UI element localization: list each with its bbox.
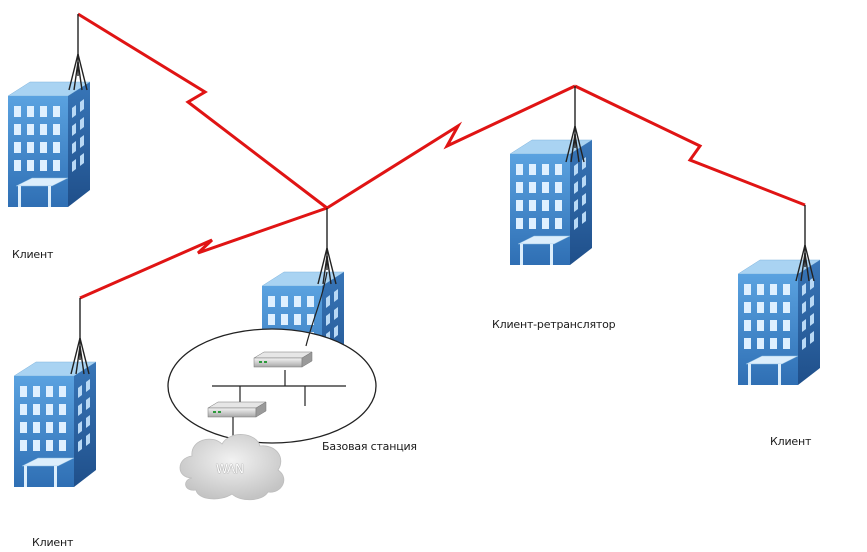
repeater-label: Клиент-ретранслятор: [492, 318, 616, 331]
wan-label: WAN: [216, 462, 244, 476]
client-label-right: Клиент: [770, 435, 812, 448]
base-station-network: [167, 271, 377, 448]
router-icon: [253, 351, 313, 368]
client-label-top-left: Клиент: [12, 248, 54, 261]
building-icon: [13, 297, 97, 488]
client-label-bottom-left: Клиент: [32, 536, 74, 549]
building-icon: [509, 85, 593, 266]
router-icon: [207, 401, 267, 418]
building-icon: [737, 204, 821, 386]
building-icon: [7, 13, 91, 208]
base-station-label: Базовая станция: [322, 440, 417, 453]
cloud-icon: [179, 434, 285, 501]
lightning-link-icon: [77, 12, 806, 300]
